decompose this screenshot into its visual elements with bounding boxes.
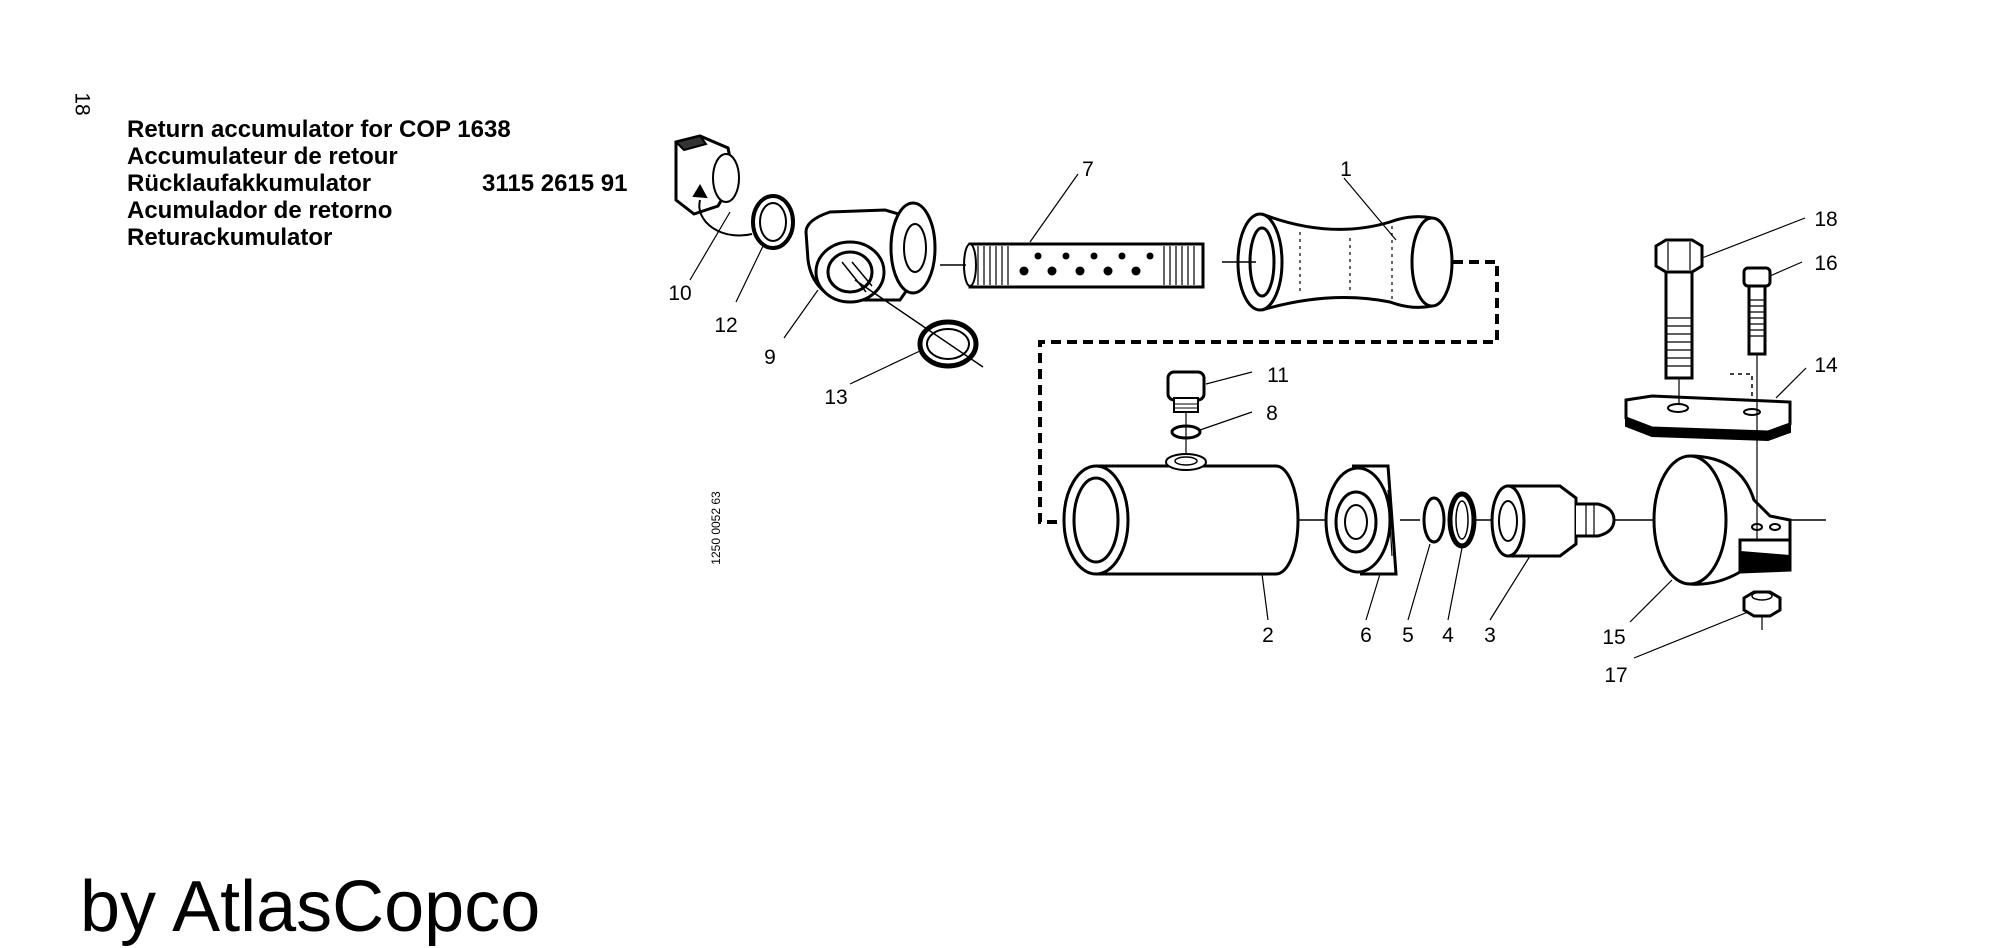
title-german: Rücklaufakkumulator	[127, 170, 372, 197]
callout-11: 11	[1267, 364, 1289, 387]
title-english: Return accumulator for COP 1638	[127, 116, 511, 143]
part-12-seal-ring	[751, 194, 795, 250]
part-9-banjo-housing	[804, 201, 937, 304]
callout-6: 6	[1360, 624, 1372, 647]
callout-labels: 1 2 3 4 5 6 7 8 9 10 11 12 13 14 15 16 1…	[668, 158, 1838, 687]
part-16-short-bolt	[1742, 266, 1772, 356]
callout-9: 9	[764, 346, 776, 369]
callout-4: 4	[1442, 624, 1454, 647]
callout-17: 17	[1604, 664, 1627, 687]
footer-brand: by AtlasCopco	[80, 867, 541, 947]
part-13-seal-ring	[917, 319, 979, 369]
callout-1: 1	[1340, 158, 1352, 181]
part-11-plug	[1166, 370, 1206, 413]
callout-2: 2	[1262, 624, 1274, 647]
part-3-nipple	[1490, 484, 1616, 558]
part-1-bladder	[1236, 212, 1454, 312]
part-5-o-ring	[1422, 496, 1446, 544]
callout-16: 16	[1814, 252, 1837, 275]
part-14-bracket	[1624, 373, 1792, 442]
callout-8: 8	[1266, 402, 1278, 425]
part-number: 3115 2615 91	[482, 170, 628, 197]
title-french: Accumulateur de retour	[127, 143, 398, 170]
part-4-backup-ring	[1447, 491, 1477, 549]
callout-3: 3	[1484, 624, 1496, 647]
part-18-long-bolt	[1654, 238, 1704, 380]
title-block: Return accumulator for COP 1638 Accumula…	[127, 116, 511, 251]
leader-lines	[689, 173, 1807, 659]
callout-7: 7	[1082, 158, 1094, 181]
part-15-clamp	[1652, 454, 1792, 586]
callout-18: 18	[1814, 208, 1837, 231]
callout-14: 14	[1814, 354, 1838, 377]
part-6-end-cap	[1324, 464, 1398, 576]
callout-10: 10	[668, 282, 691, 305]
part-2-cylinder-body	[1062, 453, 1300, 576]
leader-line	[854, 279, 984, 368]
title-spanish: Acumulador de retorno	[127, 197, 393, 224]
callout-12: 12	[714, 314, 737, 337]
part-7-perforated-tube	[963, 242, 1205, 289]
part-17-nut	[1742, 590, 1782, 630]
title-swedish: Returackumulator	[127, 224, 333, 251]
callout-13: 13	[824, 386, 847, 409]
connection-line	[1038, 260, 1499, 524]
callout-5: 5	[1402, 624, 1414, 647]
callout-15: 15	[1602, 626, 1625, 649]
part-10-banjo-bolt	[674, 134, 753, 237]
